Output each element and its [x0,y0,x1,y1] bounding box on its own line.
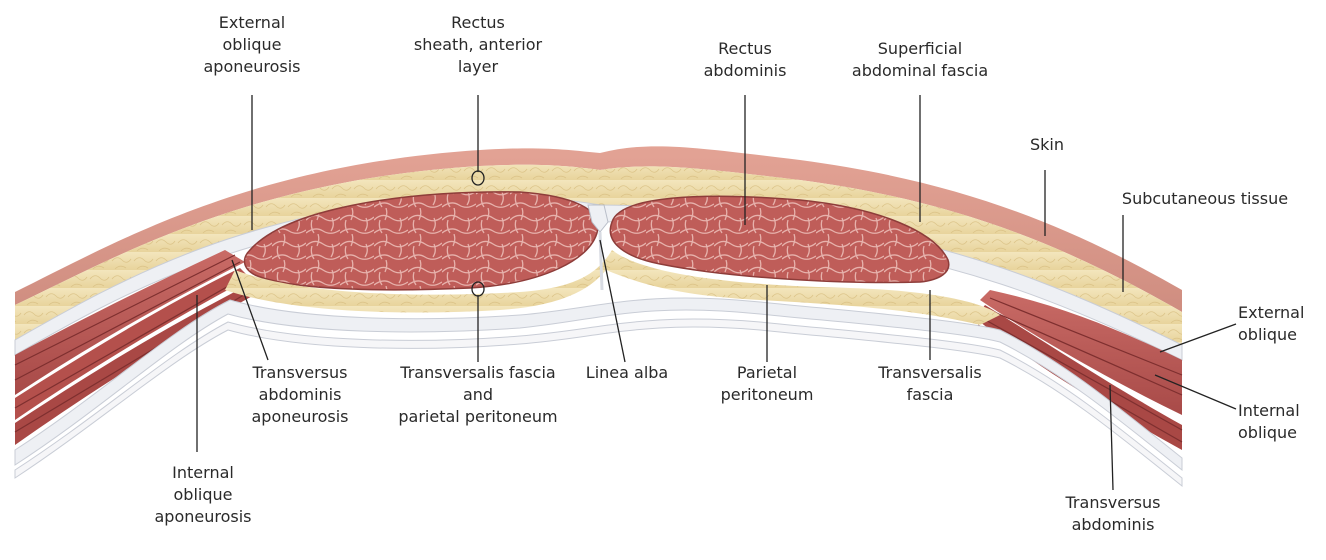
label-line: Transversus [252,363,348,382]
skin-layer [15,146,1182,312]
label-line: oblique [173,485,233,504]
anatomy-detail [15,268,250,420]
leader-transversus-apo [231,259,269,361]
label-superficial-abdominal-fascia: Superficial abdominal fascia [852,38,988,82]
label-transversalis-fascia-and-parietal-peritoneum: Transversalis fascia and parietal perito… [398,362,557,428]
subcutaneous-layer [15,164,1182,345]
marker-transversalis-peritoneum [471,281,485,297]
label-rectus-abdominis: Rectus abdominis [704,38,787,82]
label-line: Internal [1238,401,1300,420]
label-skin: Skin [1030,134,1064,156]
label-internal-oblique: Internal oblique [1238,400,1300,444]
preperitoneal-fat [225,250,1000,325]
label-transversus-abdominis: Transversus abdominis [1066,492,1161,536]
label-line: peritoneum [720,385,814,404]
label-line: Internal [172,463,234,482]
label-line: Subcutaneous tissue [1121,189,1289,208]
label-line: and [462,385,494,404]
left-lateral-muscles [15,250,245,395]
label-linea-alba: Linea alba [586,362,668,384]
label-external-oblique: External oblique [1238,302,1304,346]
label-line: abdominis [703,61,787,80]
label-line: parietal peritoneum [398,407,558,426]
rectus-abdominis-left [243,191,599,291]
label-line: abdominis [1071,515,1155,534]
leader-external-oblique [1159,323,1237,353]
label-transversus-abdominis-aponeurosis: Transversus abdominis aponeurosis [251,362,348,428]
label-line: Parietal [736,363,798,382]
label-rectus-sheath-anterior: Rectus sheath, anterior layer [414,12,542,78]
label-line: Rectus [718,39,772,58]
label-line: aponeurosis [251,407,349,426]
label-transversalis-fascia: Transversalis fascia [878,362,982,406]
label-line: abdominal fascia [851,61,989,80]
anatomy-detail [14,254,253,433]
transversalis-fascia-band [14,297,1183,472]
right-lateral-muscles [980,290,1182,415]
label-line: oblique [222,35,282,54]
label-line: layer [457,57,499,76]
label-internal-oblique-aponeurosis: Internal oblique aponeurosis [154,462,251,528]
linea-alba [587,204,609,233]
label-line: aponeurosis [203,57,301,76]
parietal-peritoneum-band [14,318,1183,488]
anatomy-detail [977,297,1183,443]
leader-linea-alba [599,239,626,363]
label-line: External [218,13,286,32]
label-line: Rectus [451,13,505,32]
leader-internal-oblique [1154,374,1237,410]
label-external-oblique-aponeurosis: External oblique aponeurosis [203,12,300,78]
label-line: oblique [1238,325,1297,344]
label-line: Linea alba [585,363,669,382]
label-parietal-peritoneum: Parietal peritoneum [721,362,814,406]
label-line: abdominis [258,385,342,404]
label-line: Superficial [877,39,963,58]
label-line: sheath, anterior [413,35,543,54]
label-line: External [1238,303,1305,322]
marker-sheath-ant [471,170,485,186]
label-line: aponeurosis [154,507,252,526]
rectus-abdominis-right [609,195,950,284]
label-line: oblique [1238,423,1297,442]
label-subcutaneous-tissue: Subcutaneous tissue [1122,188,1288,210]
leader-transversus-abdominis [1109,384,1114,491]
label-line: Transversus [1065,493,1161,512]
leader-lines [196,95,1237,491]
label-line: Transversalis [878,363,982,382]
label-line: Skin [1029,135,1065,154]
label-line: fascia [906,385,954,404]
label-line: Transversalis fascia [400,363,556,382]
